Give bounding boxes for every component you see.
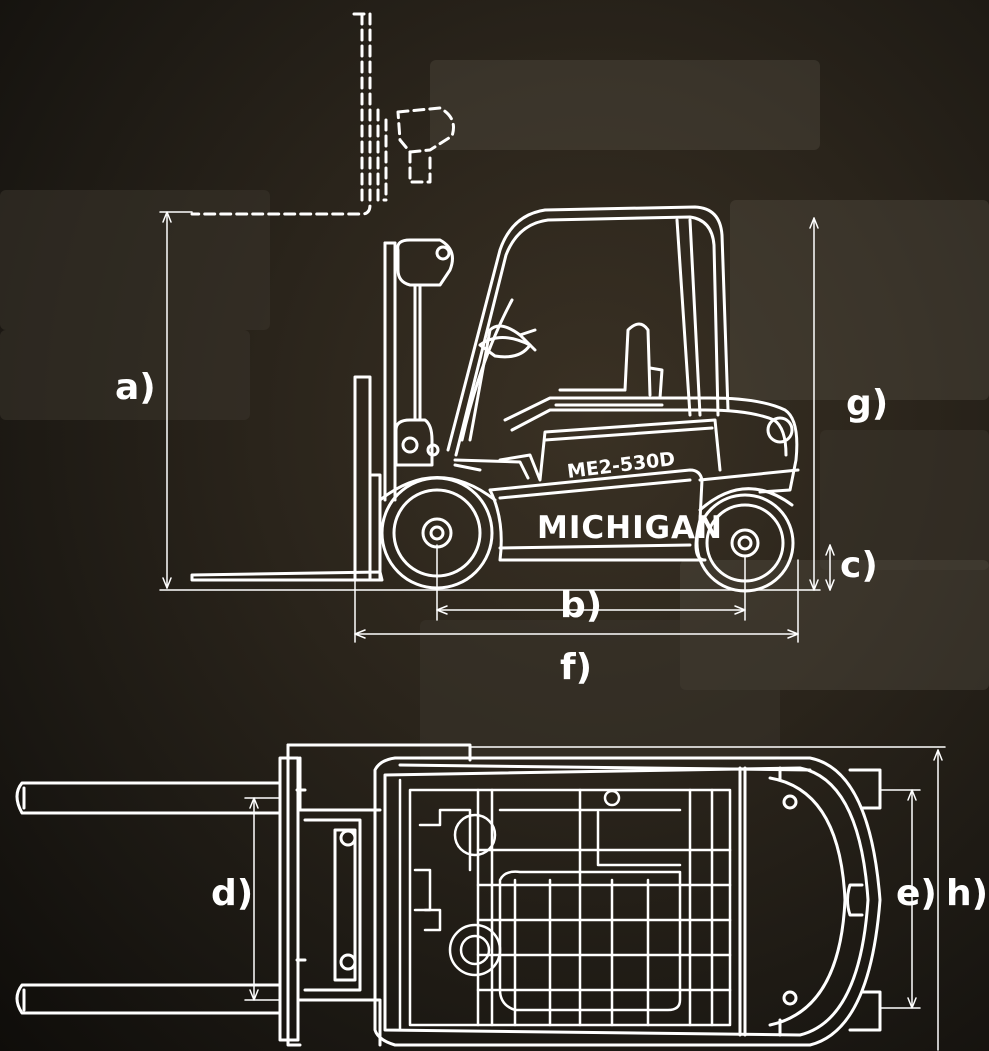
top-chassis [373, 756, 882, 1047]
dim-label-b: b) [560, 585, 603, 626]
dim-label-h: h) [946, 873, 989, 914]
brand-text: MICHIGAN [537, 510, 723, 546]
dim-label-e: e) [896, 873, 937, 914]
top-carriage [278, 743, 472, 1047]
steering [468, 324, 537, 442]
truck-body [453, 396, 800, 562]
dim-label-a: a) [115, 367, 156, 408]
mast [353, 241, 397, 582]
front-wheel [378, 476, 497, 590]
side-view: ME2-530D MICHIGAN [159, 12, 835, 643]
seat [550, 322, 664, 407]
dim-label-f: f) [560, 647, 593, 688]
dim-label-g: g) [846, 383, 889, 424]
top-fork-upper [15, 781, 282, 815]
overhead-guard-grid [398, 778, 732, 1032]
top-dimension-lines [244, 746, 946, 1051]
side-dimension-lines [159, 211, 835, 643]
dim-label-c: c) [840, 545, 878, 586]
cab [446, 205, 730, 457]
top-view [15, 743, 946, 1051]
dim-label-d: d) [211, 873, 254, 914]
tilt-cylinder [396, 238, 454, 287]
lowered-fork [190, 570, 384, 582]
mast-bracket [394, 418, 434, 467]
raised-forks-dashed [190, 12, 455, 216]
top-fork-lower [15, 983, 282, 1015]
